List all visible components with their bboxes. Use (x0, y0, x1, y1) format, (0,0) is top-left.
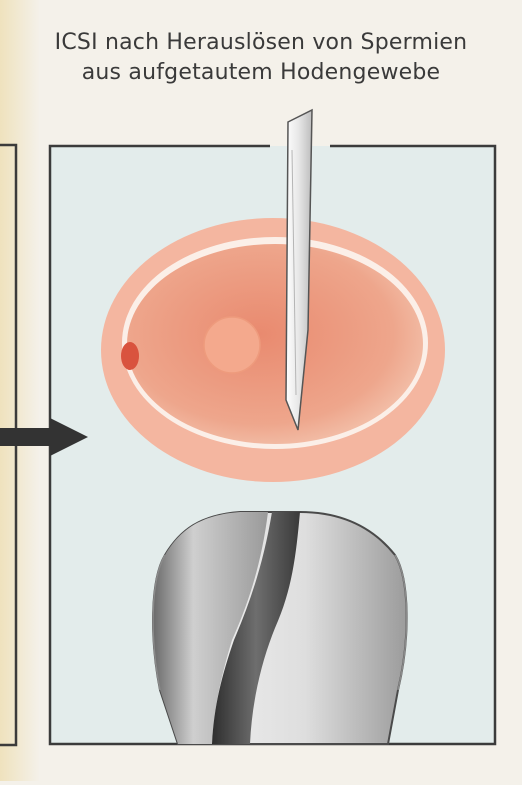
caption-line-2: aus aufgetautem Hodengewebe (0, 60, 522, 85)
caption-line-1: ICSI nach Herauslösen von Spermien (0, 30, 522, 55)
polar-body (121, 342, 139, 370)
oocyte (127, 244, 423, 444)
holding-pipette-icon (153, 512, 407, 744)
pronucleus (204, 317, 260, 373)
left-edge-glow (0, 0, 40, 781)
